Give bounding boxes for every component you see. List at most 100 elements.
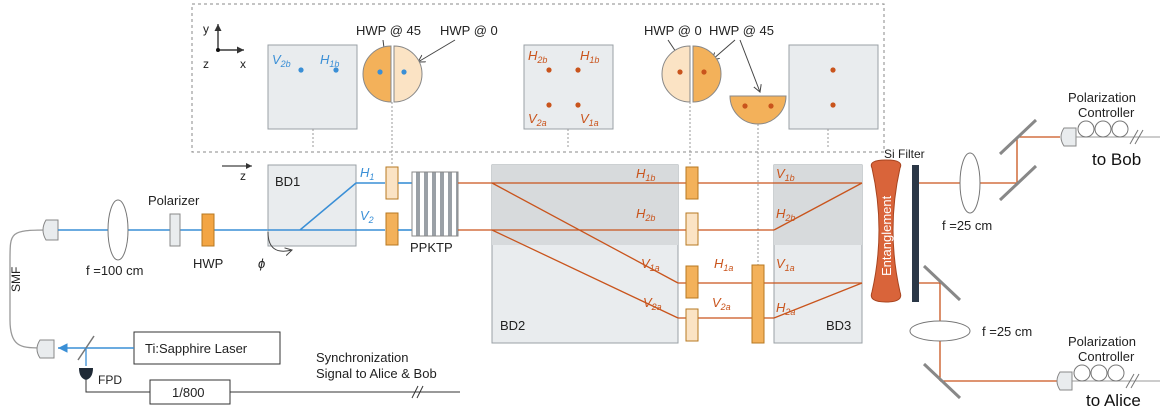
fiber-coupler-bottom (36, 339, 55, 359)
beam-h2b-left: H2b (636, 206, 655, 223)
panel2-v2a: V2a (528, 111, 547, 128)
lens-f25-bottom (909, 320, 971, 342)
f25-bottom-label: f =25 cm (982, 324, 1032, 339)
panel3-dot-top (830, 67, 836, 73)
hwp45-label-b: HWP @ 45 (709, 23, 774, 38)
polarizer-label: Polarizer (148, 193, 200, 208)
beam-h2a-right: H2a (776, 300, 795, 317)
inset-panel-1 (267, 44, 358, 130)
bd3-label: BD3 (826, 318, 851, 333)
beam-v1a-right: V1a (776, 256, 795, 273)
axis-z-label: z (203, 57, 209, 71)
wp-mid-top-2 (685, 212, 699, 246)
fpd-label: FPD (98, 373, 122, 387)
hwp-circle-pair-a (362, 45, 423, 103)
output-beams (919, 136, 1060, 382)
hwp-label: HWP (193, 256, 223, 271)
panel3-dot-bottom (830, 102, 836, 108)
hwp-plate (201, 213, 215, 247)
hwp-half-circle (729, 95, 787, 125)
sync-label-1: Synchronization (316, 350, 409, 365)
z-axis-label: z (240, 169, 246, 183)
bd1 (267, 164, 357, 247)
mirror-top-2 (998, 118, 1038, 156)
laser-box (133, 331, 281, 365)
bd3-shade (774, 165, 862, 245)
smf-fiber (9, 229, 49, 349)
pc-top-label-1: Polarization (1068, 90, 1136, 105)
panel1-v2b: V2b (272, 52, 291, 69)
panel1-dot-left (298, 67, 304, 73)
inset-panel-3 (788, 44, 879, 130)
fpd-detector (79, 368, 93, 380)
polarization-controller-bottom (1056, 364, 1160, 391)
panel2-v1a: V1a (580, 111, 599, 128)
wp-tall-45 (751, 264, 765, 344)
mirror-bottom-1 (922, 264, 962, 302)
f25-top-label: f =25 cm (942, 218, 992, 233)
beam-h1b-left: H1b (636, 166, 655, 183)
f100-label: f =100 cm (86, 263, 143, 278)
h1-label: H1 (360, 165, 374, 182)
mirror-bottom-2 (922, 362, 962, 400)
hwp45-label-a: HWP @ 45 (356, 23, 421, 38)
axis-y-label: y (203, 22, 209, 36)
panel1-h1b: H1b (320, 52, 339, 69)
panel2-dot-tl (546, 67, 552, 73)
polarizer (169, 213, 181, 247)
hwp0-label-b: HWP @ 0 (644, 23, 702, 38)
hwp-circle-pair-b (661, 45, 722, 103)
lens-f100 (107, 199, 129, 261)
bd1-beam-path (268, 182, 385, 231)
si-filter-label: Si Filter (884, 147, 925, 161)
beam-v1a-left: V1a (641, 256, 660, 273)
wp-after-bd1-top (385, 166, 399, 200)
pc-top-label-2: Controller (1078, 105, 1135, 120)
beam-v2a-left: V2a (643, 295, 662, 312)
divider-box (149, 379, 231, 405)
smf-label: SMF (9, 267, 23, 292)
hwp0-label-a: HWP @ 0 (440, 23, 498, 38)
entanglement-region (870, 159, 902, 303)
sync-label-2: Signal to Alice & Bob (316, 366, 437, 381)
polarization-controller-top (1060, 120, 1160, 147)
bd1-label: BD1 (275, 174, 300, 189)
fiber-coupler-top (42, 219, 59, 241)
panel2-h1b: H1b (580, 48, 599, 65)
phi-rotation-arrow (267, 231, 292, 251)
axes-icon (214, 24, 244, 54)
wp-mid-bottom-2 (685, 308, 699, 342)
lens-f25-top (959, 152, 981, 214)
panel2-dot-bl (546, 102, 552, 108)
bd2-label: BD2 (500, 318, 525, 333)
entanglement-label: Entanglement (879, 195, 894, 276)
phi-label: ϕ (258, 256, 265, 271)
laser-label: Ti:Sapphire Laser (145, 341, 248, 356)
panel2-dot-br (575, 102, 581, 108)
panel2-dot-tr (575, 67, 581, 73)
beam-h2b-right: H2b (776, 206, 795, 223)
wp-mid-bottom-1 (685, 265, 699, 299)
signal-beams (458, 182, 863, 319)
v2-label: V2 (360, 208, 374, 225)
pc-bottom-label-2: Controller (1078, 349, 1135, 364)
wp-after-bd1-bottom (385, 212, 399, 246)
panel1-dot-right (333, 67, 339, 73)
to-bob-label: to Bob (1092, 150, 1141, 169)
beam-v1b-right: V1b (776, 166, 795, 183)
wp-mid-top-1 (685, 166, 699, 200)
beam-v2a-mid: V2a (712, 295, 731, 312)
pc-bottom-label-1: Polarization (1068, 334, 1136, 349)
bd2-shade (492, 165, 678, 245)
inset-panel-2 (523, 44, 614, 130)
si-filter (912, 165, 919, 302)
to-alice-label: to Alice (1086, 391, 1141, 410)
mirror-top-1 (998, 164, 1038, 202)
ppktp-crystal (411, 171, 459, 237)
sync-wire (85, 380, 460, 393)
ppktp-label: PPKTP (410, 240, 453, 255)
beam-h1a: H1a (714, 256, 733, 273)
axis-x-label: x (240, 57, 246, 71)
panel2-h2b: H2b (528, 48, 547, 65)
